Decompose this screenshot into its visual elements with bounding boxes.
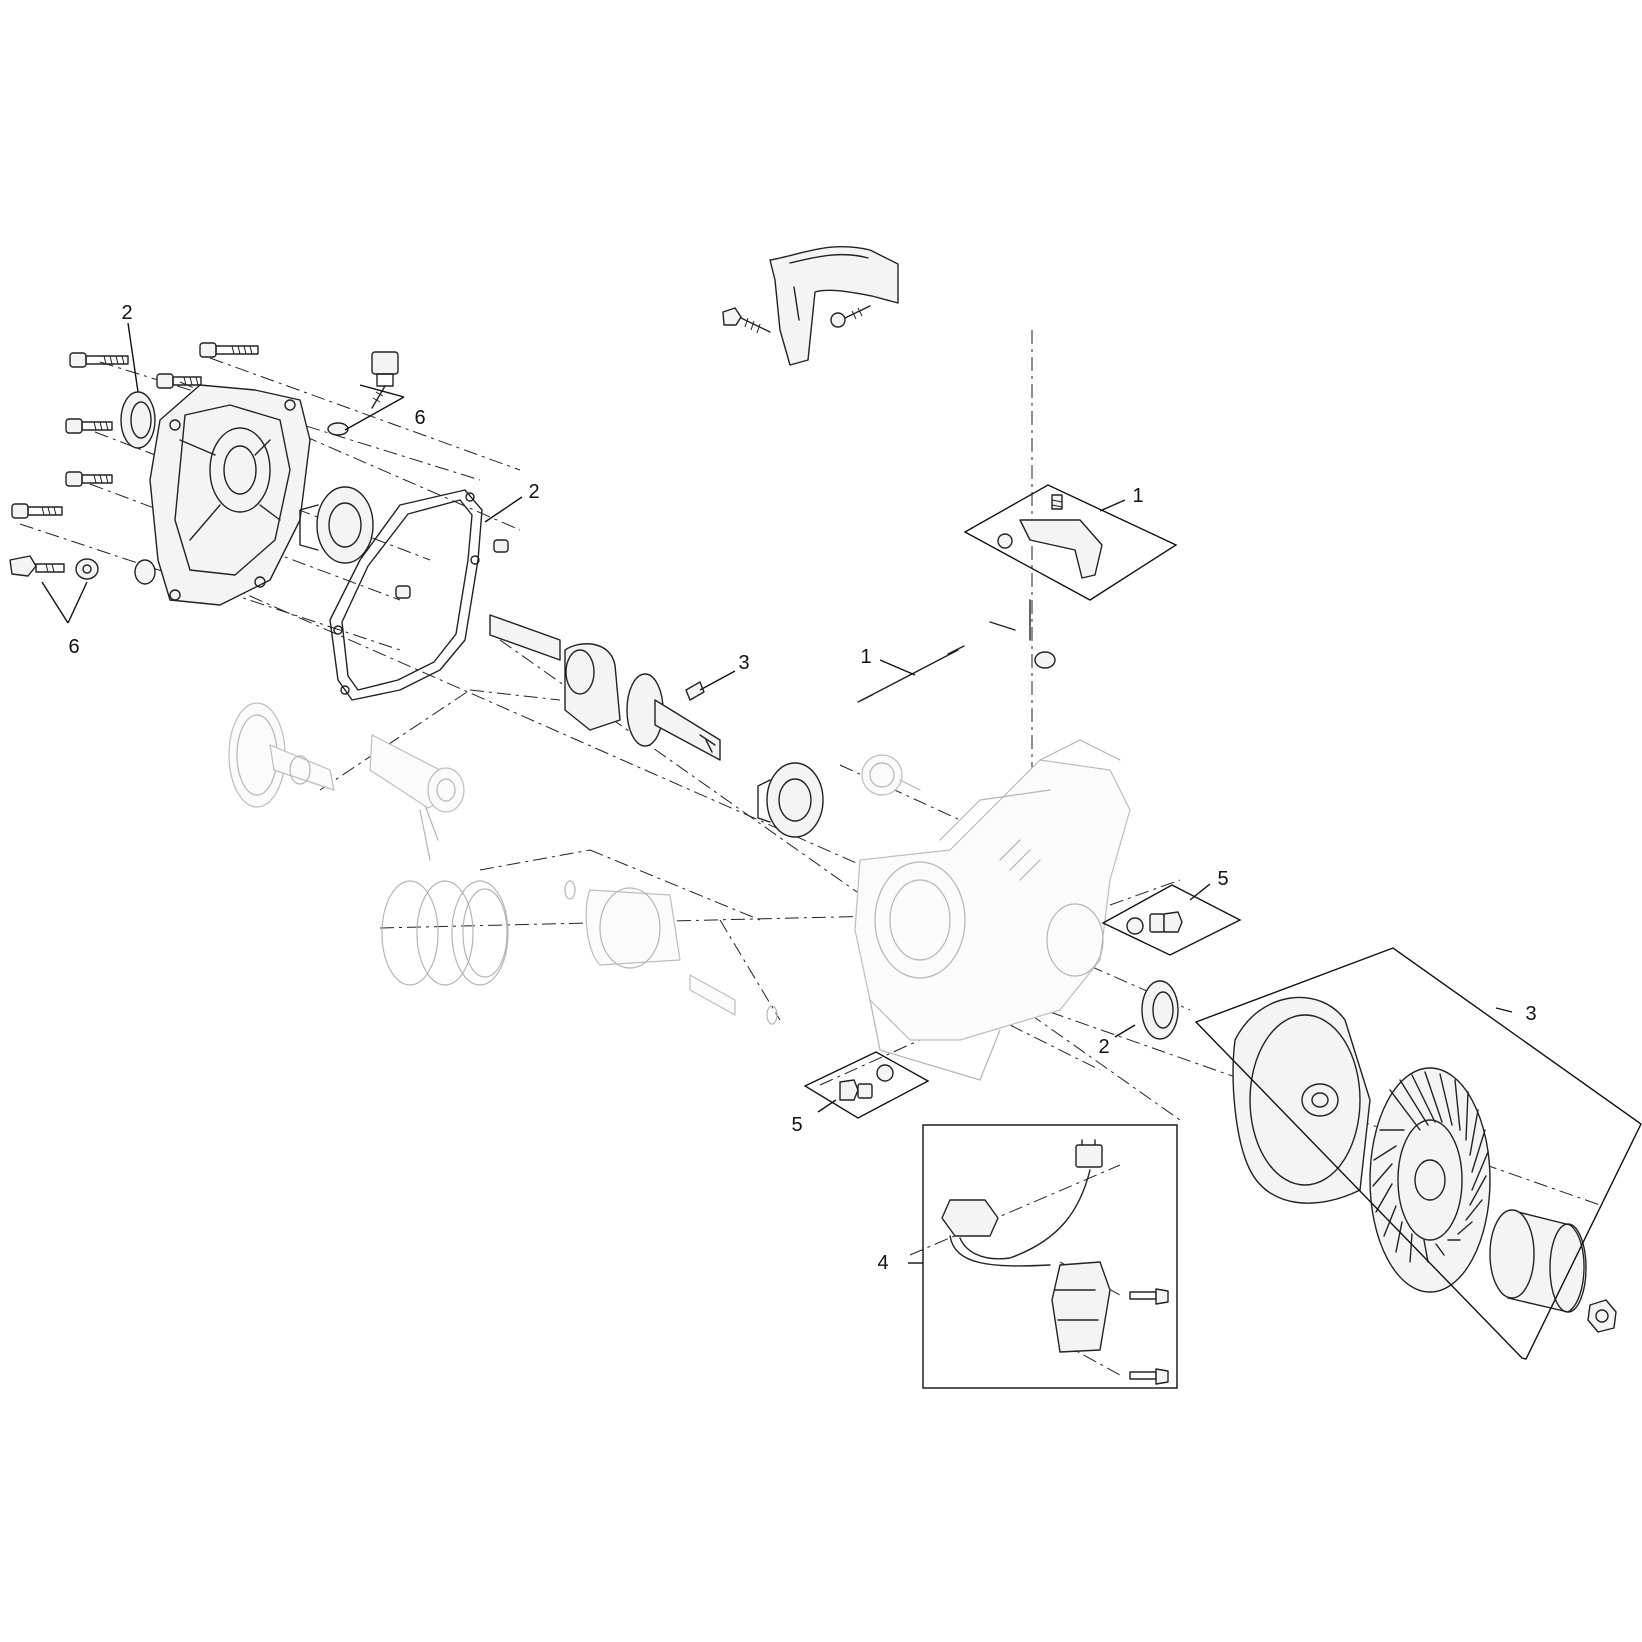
piston-pin [564,880,778,1025]
bracket-bolt-right [830,305,871,328]
oil-seal-left [120,391,156,449]
callout-box-ignition-coil [922,1124,1178,1389]
callout-labels: 1 1 2 2 2 3 3 4 5 5 6 6 [68,302,1536,1274]
callout-5-drain-upper: 5 [1217,868,1228,890]
cover-bolt [65,418,113,434]
drain-plug-upper [1126,911,1183,935]
oil-seal-right [1141,980,1179,1040]
crank-bearing-left [299,486,374,564]
drain-plug-lower [839,1064,894,1101]
ignition-coil [941,1139,1111,1353]
crankshaft [489,614,721,761]
oil-dipstick-lower [9,555,99,580]
cooling-fan [1369,1067,1491,1293]
cover-bolt [156,373,202,389]
governor-arm [997,494,1103,579]
starter-cup [1489,1209,1587,1313]
callout-6-filler-cap: 6 [414,407,425,429]
piston [585,887,681,969]
flywheel [1232,996,1371,1204]
cover-bolt [11,503,63,519]
cover-bolt [199,342,259,358]
woodruff-key [685,681,705,701]
crank-bearing-right [757,762,824,838]
callout-box-governor-arm [963,484,1178,601]
dowel-pins [395,539,509,599]
callout-6-dipstick: 6 [68,636,79,658]
callout-box-drain-lower [803,1051,930,1119]
callout-5-drain-lower: 5 [791,1114,802,1136]
callout-2-oil-seal-left: 2 [121,302,132,324]
callout-box-flywheel [1194,947,1642,1360]
flywheel-nut [1587,1299,1617,1333]
callout-3-flywheel: 3 [1525,1003,1536,1025]
leader-lines [41,322,1513,1264]
callout-3-key: 3 [738,652,749,674]
oil-filler-cap-upper [327,351,399,436]
callout-1-governor-arm: 1 [1132,485,1143,507]
callout-1-link-rod: 1 [860,646,871,668]
camshaft [228,702,335,808]
piston-rings [381,880,509,986]
crankcase-gasket [329,489,483,701]
callout-box-drain-upper [1101,884,1242,956]
governor-shaft [989,599,1056,669]
governor-link-rod [857,645,965,703]
engine-bracket [722,245,899,366]
callout-2-gasket: 2 [528,481,539,503]
crankcase-cover [134,384,311,606]
connecting-rod [369,734,465,861]
callout-boxes [803,484,1642,1389]
bracket-bolt-left [722,307,771,334]
cover-bolts [11,342,259,519]
cover-bolt [69,352,129,368]
callout-4-ignition-coil: 4 [877,1252,888,1274]
governor-gear [861,754,921,796]
crankcase-block [854,739,1131,1081]
coil-screws [1129,1288,1169,1385]
cover-bolt [65,471,113,487]
callout-2-oil-seal-right: 2 [1098,1036,1109,1058]
